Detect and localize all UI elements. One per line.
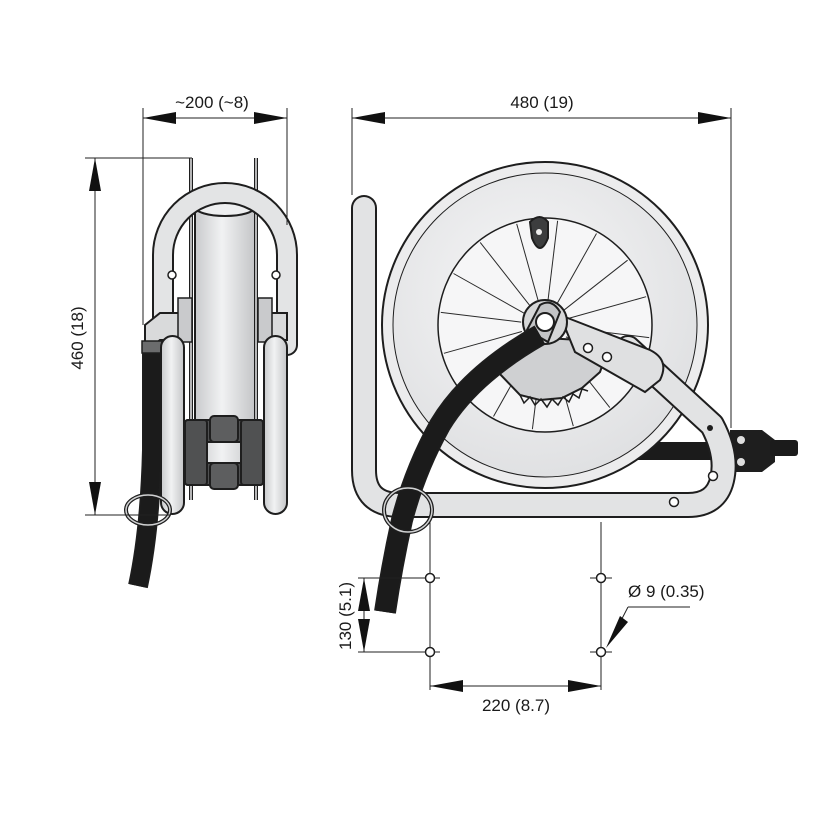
side-bolt-left bbox=[167, 270, 177, 280]
dim-hole-horizontal-label: 220 (8.7) bbox=[482, 696, 550, 715]
drum-spoke bbox=[516, 223, 539, 303]
front-hub-nut bbox=[535, 312, 555, 332]
side-hose-ring-inner bbox=[125, 494, 171, 526]
side-view bbox=[124, 158, 298, 589]
side-hub-block-left bbox=[177, 297, 193, 343]
front-swivel-bolt-1 bbox=[737, 436, 745, 444]
front-outlet-hose-end bbox=[770, 440, 798, 456]
dim-side-width-label: ~200 (~8) bbox=[175, 93, 249, 112]
drum-spoke bbox=[547, 220, 559, 302]
dim-front-width-label: 480 (19) bbox=[510, 93, 573, 112]
mount-hole-2 bbox=[595, 572, 607, 584]
front-hose-fill bbox=[375, 326, 545, 614]
front-arm-bolt-1 bbox=[582, 342, 594, 354]
mount-hole-4 bbox=[595, 646, 607, 658]
side-hub-block-right bbox=[257, 297, 273, 343]
front-gear-teeth bbox=[519, 388, 589, 409]
drum-spoke bbox=[443, 331, 523, 354]
mount-hole-1 bbox=[424, 572, 436, 584]
drum-spoke bbox=[479, 242, 531, 307]
front-swivel-bolt-2 bbox=[737, 458, 745, 466]
side-leg-right bbox=[263, 335, 288, 515]
dim-height-label: 460 (18) bbox=[68, 306, 87, 369]
front-hose-ring-inner bbox=[383, 487, 433, 533]
front-view bbox=[351, 161, 798, 614]
side-frame-arch-fill bbox=[154, 184, 296, 354]
dim-hole-diameter-label: Ø 9 (0.35) bbox=[628, 582, 705, 601]
drum-spoke bbox=[563, 259, 628, 311]
drum-spoke bbox=[440, 311, 522, 323]
front-swivel-joint bbox=[730, 430, 775, 472]
drum-spoke bbox=[567, 296, 647, 319]
side-dark-block bbox=[184, 415, 264, 490]
side-leg-left bbox=[160, 335, 185, 515]
drum-spoke bbox=[556, 233, 597, 305]
front-frame-fill bbox=[353, 197, 735, 516]
mount-hole-3 bbox=[424, 646, 436, 658]
front-arm-bolt-2 bbox=[601, 351, 613, 363]
side-bolt-right bbox=[271, 270, 281, 280]
front-frame-bolt-1 bbox=[668, 496, 680, 508]
dim-hole-vertical-label: 130 (5.1) bbox=[336, 582, 355, 650]
front-arm bbox=[558, 313, 665, 394]
front-frame-bolt-2 bbox=[707, 470, 719, 482]
side-hose-fill bbox=[129, 350, 161, 588]
drum-spoke bbox=[453, 273, 525, 314]
front-frame-bolt-3 bbox=[707, 425, 713, 431]
front-hose-guide-pin bbox=[536, 229, 542, 235]
dimension-lines bbox=[85, 108, 732, 692]
side-hose-collar bbox=[141, 340, 163, 354]
